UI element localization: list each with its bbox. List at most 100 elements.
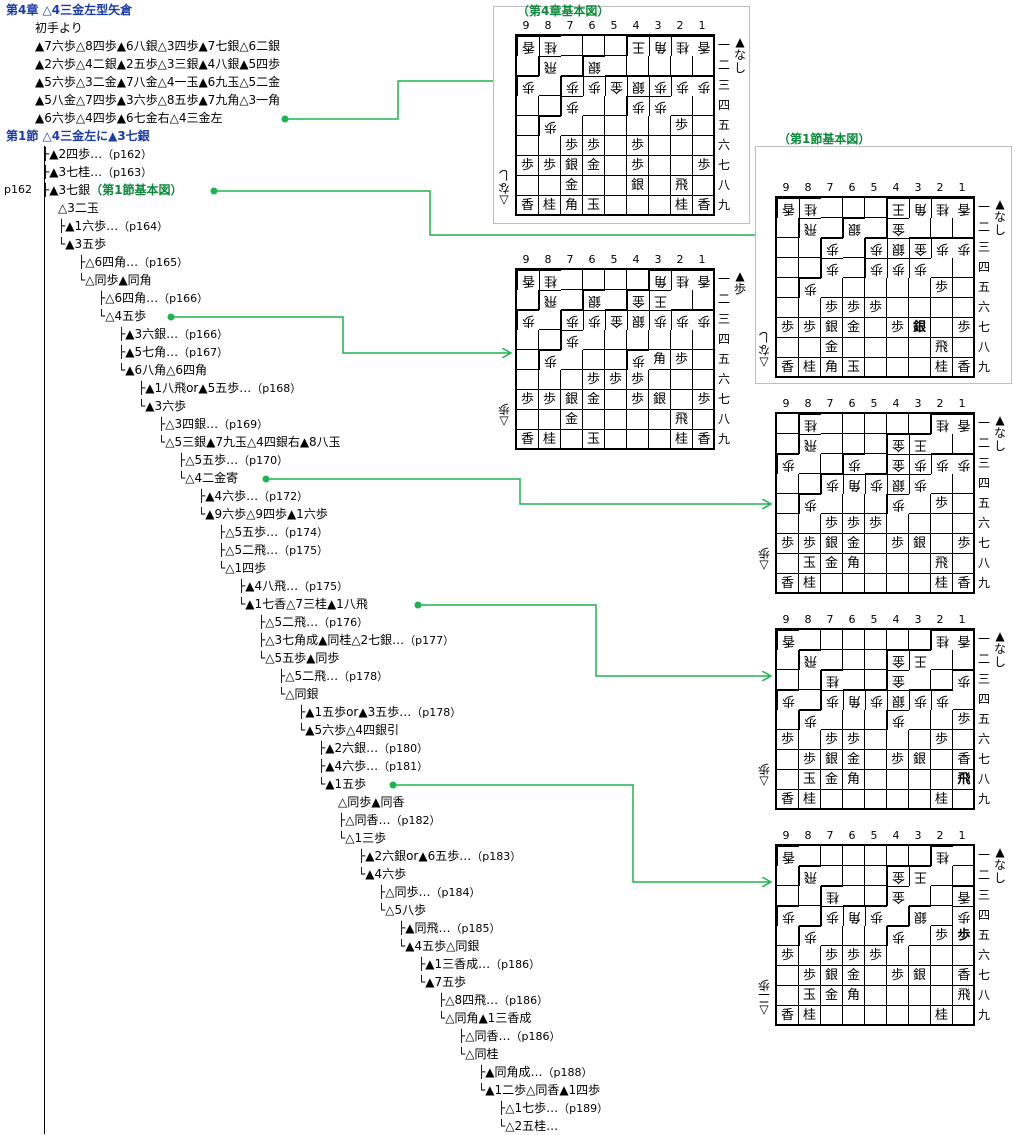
board-square	[517, 350, 539, 370]
board-square	[843, 238, 865, 258]
board-square	[539, 330, 561, 350]
move-text: ├▲3六銀…	[118, 327, 179, 341]
variation-line: ├▲3六銀…（p166）	[118, 326, 228, 342]
board-square	[843, 494, 865, 514]
board-piece: 角	[843, 770, 865, 790]
board-square	[865, 278, 887, 298]
variation-line: └△5三銀▲7九玉△4四銀右▲8八玉	[158, 434, 341, 450]
board-square	[605, 116, 627, 136]
board-piece: 歩	[671, 76, 693, 96]
file-label: 9	[782, 829, 790, 842]
board-piece: 歩	[799, 494, 821, 514]
board-square	[777, 258, 799, 278]
board-piece: 歩	[931, 494, 953, 514]
rank-label: 二	[977, 220, 990, 234]
variation-line: └▲6八角△6四角	[118, 362, 207, 378]
board-square	[693, 136, 715, 156]
file-label: 6	[588, 19, 596, 32]
rank-label: 三	[977, 240, 990, 254]
variation-line: ├▲1八飛or▲5五歩…（p168）	[138, 380, 301, 396]
file-label: 6	[848, 829, 856, 842]
move-text: ├△5二飛…	[258, 615, 319, 629]
board-piece: 歩	[561, 330, 583, 350]
board-piece: 金	[843, 318, 865, 338]
board-square	[931, 218, 953, 238]
rank-label: 五	[977, 712, 990, 726]
board-piece: 飛	[539, 56, 561, 76]
board-piece: 歩	[865, 258, 887, 278]
board-square	[777, 966, 799, 986]
move-text: ├△5五歩…	[218, 525, 279, 539]
move-text: ├▲1八飛or▲5五歩…	[138, 381, 252, 395]
rank-label: 五	[717, 118, 730, 132]
rank-label: 九	[977, 792, 990, 806]
move-text: ├△8四飛…	[438, 993, 499, 1007]
connector-dot	[389, 781, 397, 789]
page-ref: （p186）	[498, 994, 549, 1007]
board-piece: 飛	[799, 866, 821, 886]
gote-hand: △歩	[758, 546, 771, 573]
file-label: 1	[698, 253, 706, 266]
board-square	[909, 710, 931, 730]
move-text: └△1三歩	[338, 831, 387, 845]
board-piece: 香	[517, 430, 539, 450]
file-label: 6	[848, 181, 856, 194]
board-square	[649, 430, 671, 450]
variation-line: └△同桂	[458, 1046, 498, 1062]
board-square	[561, 56, 583, 76]
board-square	[909, 730, 931, 750]
board-piece: 歩	[887, 258, 909, 278]
board-square	[539, 136, 561, 156]
board-square	[843, 278, 865, 298]
board-piece: 歩	[887, 318, 909, 338]
move-text: ▲6六歩△4四歩▲6七金右△4三金左	[35, 111, 223, 125]
variation-line: △同歩▲同香	[338, 794, 404, 810]
board-piece: 金	[821, 770, 843, 790]
board-square	[799, 298, 821, 318]
move-text: ├▲4六歩…	[198, 489, 259, 503]
rank-label: 八	[717, 178, 730, 192]
board-piece: 歩	[931, 278, 953, 298]
connector-arrow	[214, 190, 770, 235]
rank-label: 八	[977, 556, 990, 570]
board-piece: 歩	[821, 258, 843, 278]
file-label: 9	[782, 397, 790, 410]
board-piece: 飛	[539, 290, 561, 310]
board-piece: 歩	[909, 454, 931, 474]
board-square	[887, 770, 909, 790]
board-piece: 歩	[671, 350, 693, 370]
shogi-board: 香桂角桂香飛銀金王歩歩歩金銀歩歩歩歩歩歩角歩歩歩歩歩歩銀金歩銀歩金飛香桂玉桂香	[515, 268, 715, 450]
rank-label: 五	[977, 928, 990, 942]
board-piece: 歩	[953, 534, 975, 554]
board-piece: 桂	[539, 430, 561, 450]
board-piece: 金	[821, 338, 843, 358]
board-piece: 銀	[821, 534, 843, 554]
board-piece: 歩	[561, 310, 583, 330]
board-piece: 歩	[799, 750, 821, 770]
board-piece: 角	[821, 358, 843, 378]
board-square	[821, 434, 843, 454]
board-square	[693, 176, 715, 196]
board-piece: 歩	[561, 96, 583, 116]
board-piece: 玉	[799, 770, 821, 790]
board-square	[517, 116, 539, 136]
board-piece: 歩	[887, 750, 909, 770]
board-square	[649, 176, 671, 196]
page-ref: （p162）	[102, 148, 153, 161]
board-piece: 王	[909, 650, 931, 670]
board-square	[865, 454, 887, 474]
move-text: └△同歩▲同角	[78, 273, 152, 287]
rank-label: 二	[717, 58, 730, 72]
board-piece: 銀	[627, 76, 649, 96]
variation-line: ├▲2六銀or▲6五歩…（p183）	[358, 848, 521, 864]
board-piece: 香	[517, 36, 539, 56]
board-square	[517, 96, 539, 116]
file-label: 4	[632, 19, 640, 32]
board-square	[777, 866, 799, 886]
file-label: 8	[544, 253, 552, 266]
sente-hand: ▲なし	[993, 413, 1006, 453]
file-label: 8	[804, 613, 812, 626]
board-square	[693, 350, 715, 370]
move-text: └△同桂	[458, 1047, 499, 1061]
board-square	[931, 886, 953, 906]
